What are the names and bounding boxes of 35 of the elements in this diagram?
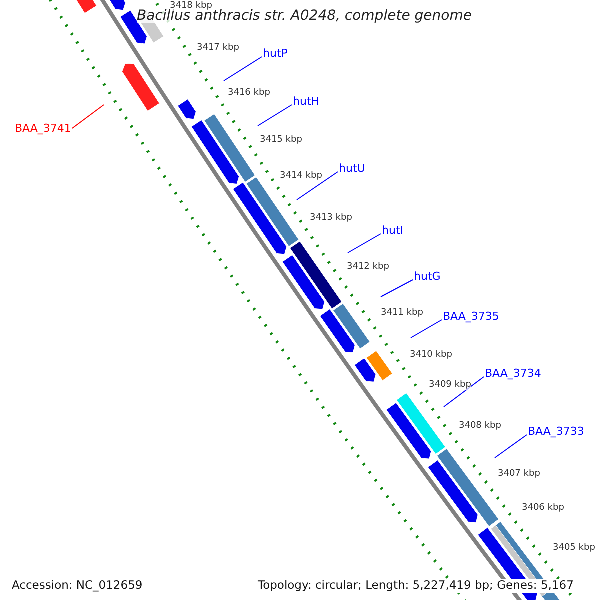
- gene-label: BAA_3735: [443, 311, 500, 322]
- scale-label: 3418 kbp: [170, 2, 212, 11]
- leader-line: [380, 280, 414, 298]
- scale-label: 3406 kbp: [522, 504, 564, 513]
- scale-label: 3414 kbp: [280, 172, 322, 181]
- scale-label: 3410 kbp: [410, 351, 452, 360]
- gene-label: hutH: [293, 96, 320, 107]
- gene-label: hutG: [414, 271, 441, 282]
- genome-info-text: Accession: NC_012659: [10, 579, 145, 592]
- leader-line: [72, 104, 104, 129]
- leader-line: [258, 104, 292, 126]
- scale-label: 3415 kbp: [260, 136, 302, 145]
- scale-label: 3412 kbp: [347, 263, 390, 272]
- scale-label: 3417 kbp: [197, 44, 240, 53]
- leader-line: [296, 172, 338, 200]
- gene-label: BAA_3734: [485, 368, 542, 379]
- scale-label: 3405 kbp: [553, 544, 596, 553]
- leader-line: [494, 434, 528, 458]
- gene-label: hutP: [263, 48, 288, 59]
- gene-label: BAA_3733: [528, 426, 584, 437]
- scale-label: 3408 kbp: [459, 422, 502, 431]
- leader-line: [224, 56, 262, 82]
- genome-info-text: Topology: circular; Length: 5,227,419 bp; Genes: 5,167: [256, 579, 576, 592]
- gene-label: BAA_3741: [15, 123, 72, 134]
- title: Bacillus anthracis str. A0248, complete genome: [137, 9, 472, 23]
- gene-label: hutU: [339, 163, 366, 174]
- scale-label: 3413 kbp: [310, 214, 352, 223]
- gene-label: hutI: [382, 225, 404, 236]
- scale-label: 3411 kbp: [381, 309, 424, 318]
- leader-line: [410, 320, 442, 338]
- scale-label: 3407 kbp: [498, 470, 540, 479]
- leader-line: [348, 234, 382, 254]
- scale-label: 3416 kbp: [228, 89, 270, 98]
- leader-line: [444, 376, 484, 408]
- scale-label: 3409 kbp: [429, 381, 472, 390]
